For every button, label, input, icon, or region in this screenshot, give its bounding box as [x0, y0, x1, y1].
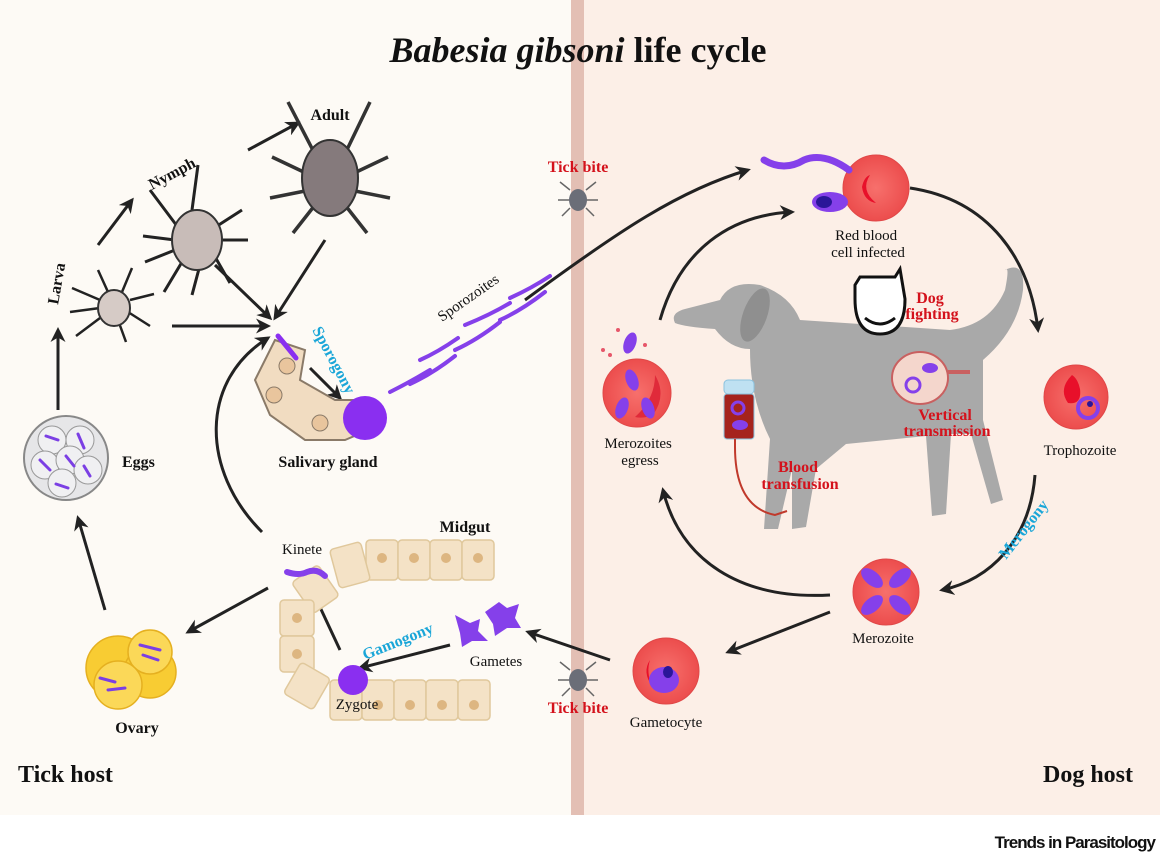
nymph-tick-icon [142, 164, 248, 296]
dog-cycle-arrows [658, 186, 1045, 655]
kinete-icon [284, 567, 328, 579]
kinete-label: Kinete [282, 542, 322, 558]
egress-line2: egress [621, 453, 659, 469]
arrow-gametes-to-zygote [357, 643, 451, 673]
midgut-nuclei [292, 553, 483, 710]
title-species: Babesia gibsoni [389, 30, 625, 70]
gametocyte-label: Gametocyte [630, 715, 703, 731]
journal-name: Trends in Parasitology [995, 833, 1157, 852]
title-rest: life cycle [625, 30, 767, 70]
arrow-larva-to-nymph [96, 197, 134, 246]
larva-label: Larva [45, 262, 69, 306]
arrow-rbc-to-trophozoite [909, 186, 1045, 333]
eggs-icon [23, 415, 109, 501]
gametes-icon [455, 602, 521, 647]
merozoites-egress-icon [601, 328, 672, 428]
merozoites-egress-label: Merozoites egress [604, 436, 675, 469]
tick-bite-top-icon [558, 181, 598, 217]
dog-fighting-line2: fighting [905, 306, 958, 323]
arrow-kinete-to-ovary [185, 586, 269, 634]
dog-silhouette [673, 267, 1024, 529]
dog-fighting-line1: Dog [916, 290, 944, 307]
arrow-ovary-to-eggs [74, 515, 107, 611]
vertical-line1: Vertical [918, 407, 972, 424]
tick-bite-top-label: Tick bite [548, 159, 609, 176]
vertical-transmission-label: Vertical transmission [903, 407, 990, 440]
blood-line2: transfusion [761, 476, 838, 493]
dog-fighting-icon [853, 264, 907, 336]
vertical-line2: transmission [903, 423, 990, 440]
arrow-nymph-to-adult [247, 121, 301, 152]
arrow-gametocyte-to-gametes [525, 628, 611, 662]
host-divider [571, 0, 584, 815]
ovary-label: Ovary [115, 720, 159, 737]
womb-icon [891, 351, 970, 405]
diagram-title: Babesia gibsoni life cycle [389, 30, 767, 70]
midgut-label: Midgut [440, 519, 491, 536]
adult-tick-icon [269, 101, 391, 235]
eggs-label: Eggs [122, 454, 155, 471]
ovary-icon [85, 629, 177, 710]
rbc-infected-label: Red blood cell infected [831, 228, 905, 261]
trophozoite-icon [1043, 364, 1109, 430]
arrow-tick-bite-to-rbc [524, 166, 751, 302]
tick-bite-bottom-label: Tick bite [548, 700, 609, 717]
rbc-infected-line2: cell infected [831, 245, 905, 261]
arrow-trophozoite-to-merozoite [939, 474, 1037, 595]
arrow-merozoite-to-egress [658, 487, 831, 597]
gametes-label: Gametes [470, 654, 523, 670]
salivary-gland-icon [253, 333, 387, 441]
blood-bag-icon [723, 379, 788, 517]
rbc-infected-line1: Red blood [835, 228, 898, 244]
zygote-label: Zygote [336, 697, 379, 713]
arrow-kinete-to-gland [214, 336, 271, 534]
merozoite-label: Merozoite [852, 631, 914, 647]
arrow-sporogony-internal [308, 366, 343, 401]
egress-line1: Merozoites [604, 436, 672, 452]
rbc-infected-icon [760, 154, 910, 222]
midgut-icon [279, 539, 495, 721]
dog-host-label: Dog host [1043, 762, 1133, 788]
merozoite-icon [852, 558, 920, 626]
blood-transfusion-label: Blood transfusion [761, 459, 838, 493]
gametocyte-icon [632, 637, 700, 705]
arrow-egress-to-rbc [658, 205, 795, 321]
tick-host-label: Tick host [18, 762, 113, 788]
trophozoite-label: Trophozoite [1044, 443, 1117, 459]
tick-bite-bottom-icon [558, 661, 598, 697]
arrow-merozoite-to-gametocyte [725, 610, 831, 655]
arrow-adult-to-gland [273, 239, 327, 321]
salivary-gland-label: Salivary gland [278, 454, 377, 471]
dog-fighting-label: Dog fighting [905, 290, 958, 323]
zygote-icon [338, 665, 368, 695]
blood-line1: Blood [778, 459, 818, 476]
sporozoites-icon [388, 274, 552, 394]
adult-label: Adult [310, 107, 350, 124]
larva-tick-icon [69, 267, 155, 343]
